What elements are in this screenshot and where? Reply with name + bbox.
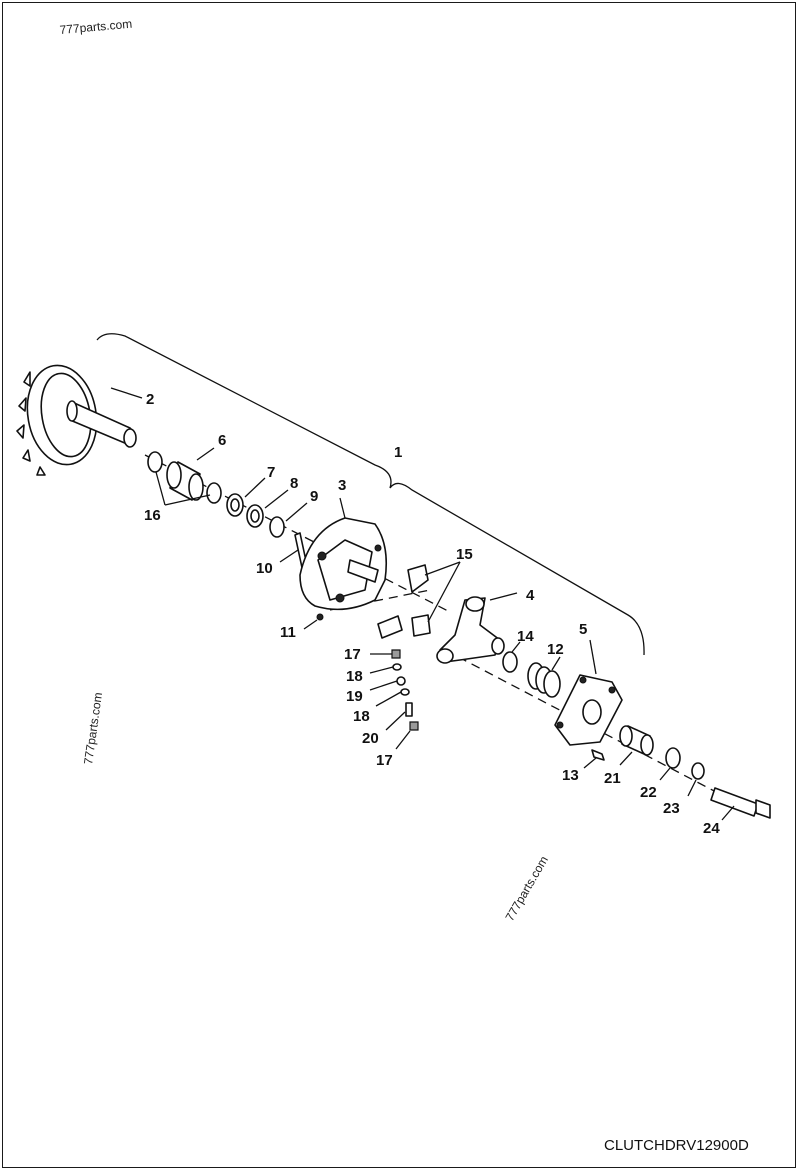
cover-5 <box>554 674 623 746</box>
small-parts-17-20 <box>391 649 419 731</box>
callout-labels: 1 2 3 4 5 6 7 8 9 10 11 12 13 14 15 16 1… <box>144 391 720 837</box>
callout-6: 6 <box>218 432 226 449</box>
washer-22 <box>665 747 681 769</box>
spider-4 <box>436 596 505 664</box>
callout-1: 1 <box>394 444 402 461</box>
callout-5: 5 <box>579 621 587 638</box>
assembly-bracket <box>96 333 645 656</box>
callout-12: 12 <box>547 641 564 658</box>
callout-23: 23 <box>663 800 680 817</box>
screw-13 <box>591 749 605 761</box>
washer-23 <box>691 762 705 780</box>
callout-11: 11 <box>280 624 296 641</box>
bolt-24 <box>710 787 771 819</box>
spring-12 <box>527 662 561 698</box>
movable-sheave-3 <box>299 517 388 621</box>
bushing-6 <box>166 461 204 501</box>
rollers-15 <box>377 564 431 639</box>
washers-7-8-9 <box>226 493 285 538</box>
callout-3: 3 <box>338 477 346 494</box>
bushing-21 <box>619 725 654 756</box>
leader-lines <box>110 387 735 821</box>
callout-14: 14 <box>517 628 534 645</box>
callout-20: 20 <box>362 730 379 747</box>
callout-17a: 17 <box>344 646 361 663</box>
callout-21: 21 <box>604 770 621 787</box>
callout-2: 2 <box>146 391 154 408</box>
callout-24: 24 <box>703 820 720 837</box>
drawing-code: CLUTCHDRV12900D <box>604 1137 749 1154</box>
seal-14 <box>502 651 518 673</box>
fixed-sheave-shaft <box>16 364 137 476</box>
callout-18b: 18 <box>353 708 370 725</box>
callout-16: 16 <box>144 507 161 524</box>
callout-13: 13 <box>562 767 579 784</box>
watermark-top: 777parts.com <box>59 17 133 37</box>
callout-8: 8 <box>290 475 298 492</box>
callout-7: 7 <box>267 464 275 481</box>
callout-18a: 18 <box>346 668 363 685</box>
callout-15: 15 <box>456 546 473 563</box>
callout-22: 22 <box>640 784 657 801</box>
callout-10: 10 <box>256 560 273 577</box>
callout-9: 9 <box>310 488 318 505</box>
watermark-center: 777parts.com <box>502 854 550 924</box>
callout-4: 4 <box>526 587 535 604</box>
callout-17b: 17 <box>376 752 393 769</box>
watermark-left: 777parts.com <box>81 691 105 765</box>
callout-19: 19 <box>346 688 363 705</box>
retaining-rings <box>147 451 222 504</box>
